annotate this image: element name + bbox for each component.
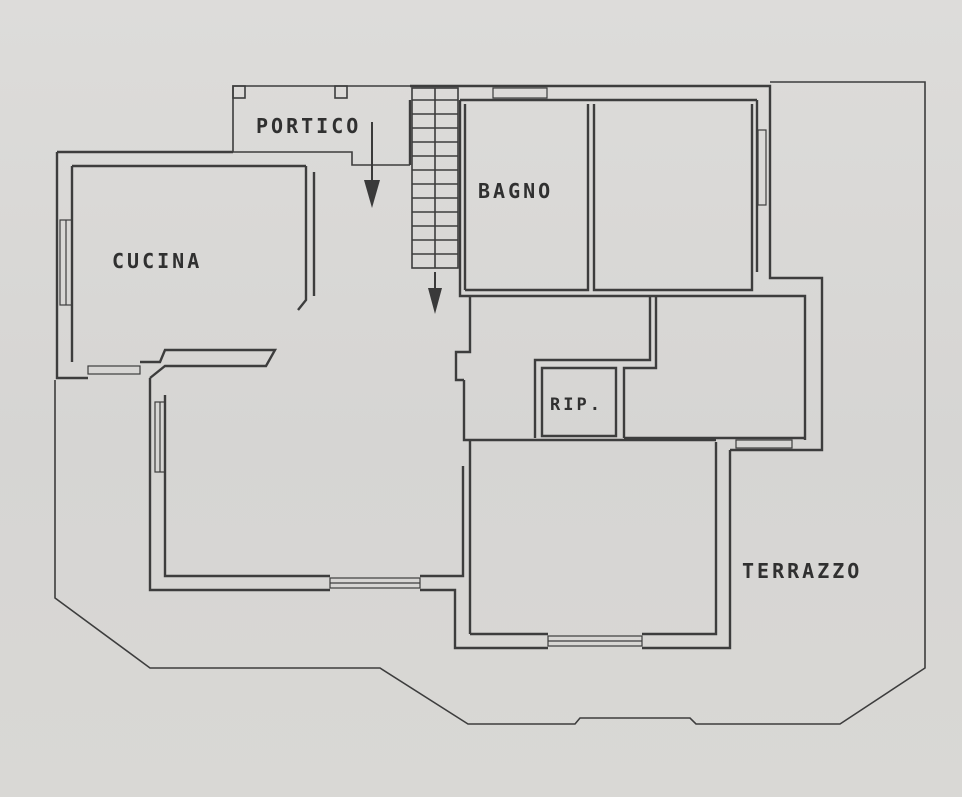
room-label-portico: PORTICO: [256, 114, 361, 138]
terrace-outline: [54, 81, 926, 725]
windows: [59, 87, 793, 647]
room-label-terrazzo: TERRAZZO: [742, 559, 862, 583]
room-label-cucina: CUCINA: [112, 249, 202, 273]
central-walls: [470, 296, 805, 442]
room-label-ripostiglio: RIP.: [550, 395, 603, 415]
stair-arrows: [364, 122, 442, 314]
exterior-walls: [55, 84, 824, 650]
room-label-bagno: BAGNO: [478, 179, 553, 203]
kitchen-walls: [140, 166, 316, 379]
portico-area: [232, 85, 410, 166]
bathroom-walls: [454, 100, 807, 442]
staircase: [411, 87, 459, 269]
